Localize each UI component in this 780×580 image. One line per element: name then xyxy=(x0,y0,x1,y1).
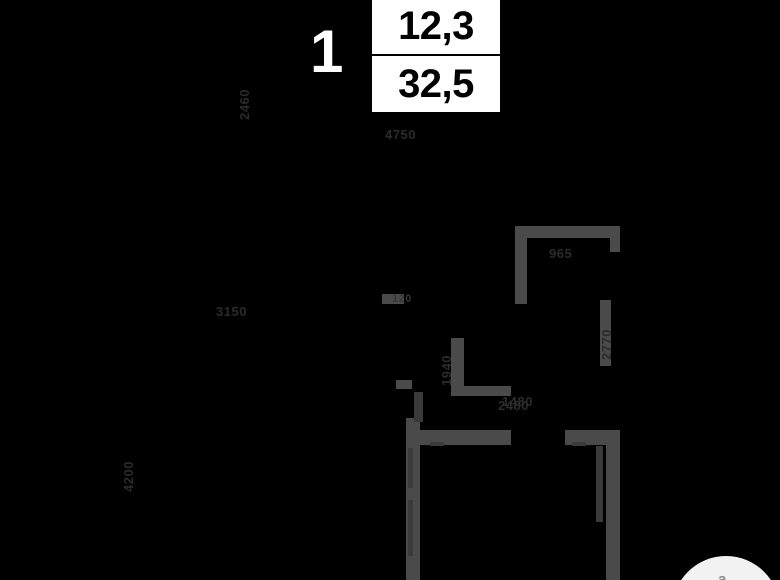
door-opening-top-left xyxy=(430,442,444,446)
wall-corridor-horizontal xyxy=(451,386,511,396)
window-left-upper xyxy=(408,448,413,488)
wall-right-vertical-upper xyxy=(600,300,611,366)
wall-upper-right-left xyxy=(515,226,527,298)
wall-center-pillar xyxy=(515,286,527,304)
wall-bottom-room-right xyxy=(606,430,620,580)
wall-connector-left xyxy=(414,392,423,422)
living-area-value: 12,3 xyxy=(372,0,500,56)
dimension-mid-left: 3150 xyxy=(216,304,247,319)
area-info-box: 12,3 32,5 xyxy=(372,0,500,112)
watermark-glyph: a xyxy=(718,571,727,580)
dimension-right-upper: 965 xyxy=(549,246,573,261)
wall-bottom-room-top-left xyxy=(406,430,511,445)
dimension-right-vert: 2770 xyxy=(599,329,614,360)
door-opening-top-right xyxy=(572,442,586,446)
window-right xyxy=(596,446,603,522)
dimension-lower-left: 4200 xyxy=(121,461,136,492)
dimension-center-mid: 1480 xyxy=(502,394,533,409)
wall-corridor-vertical xyxy=(451,338,464,394)
dimension-upper-left: 2460 xyxy=(237,89,252,120)
dimension-small-left: 120 xyxy=(392,293,412,305)
wall-upper-right-stub xyxy=(610,238,620,252)
wall-center-stub-top xyxy=(382,294,404,304)
plan-number: 1 xyxy=(310,18,344,85)
dimension-bottom-span: 2480 xyxy=(498,398,529,413)
total-area-value: 32,5 xyxy=(398,61,474,106)
window-left-lower xyxy=(408,500,413,556)
dimension-center-vert: 1940 xyxy=(439,355,454,386)
wall-upper-right-top xyxy=(515,226,620,238)
dimension-top-center: 4750 xyxy=(385,127,416,142)
wall-pillar-bottom-left-corner xyxy=(406,418,420,434)
wall-left-small-stub xyxy=(396,380,412,389)
